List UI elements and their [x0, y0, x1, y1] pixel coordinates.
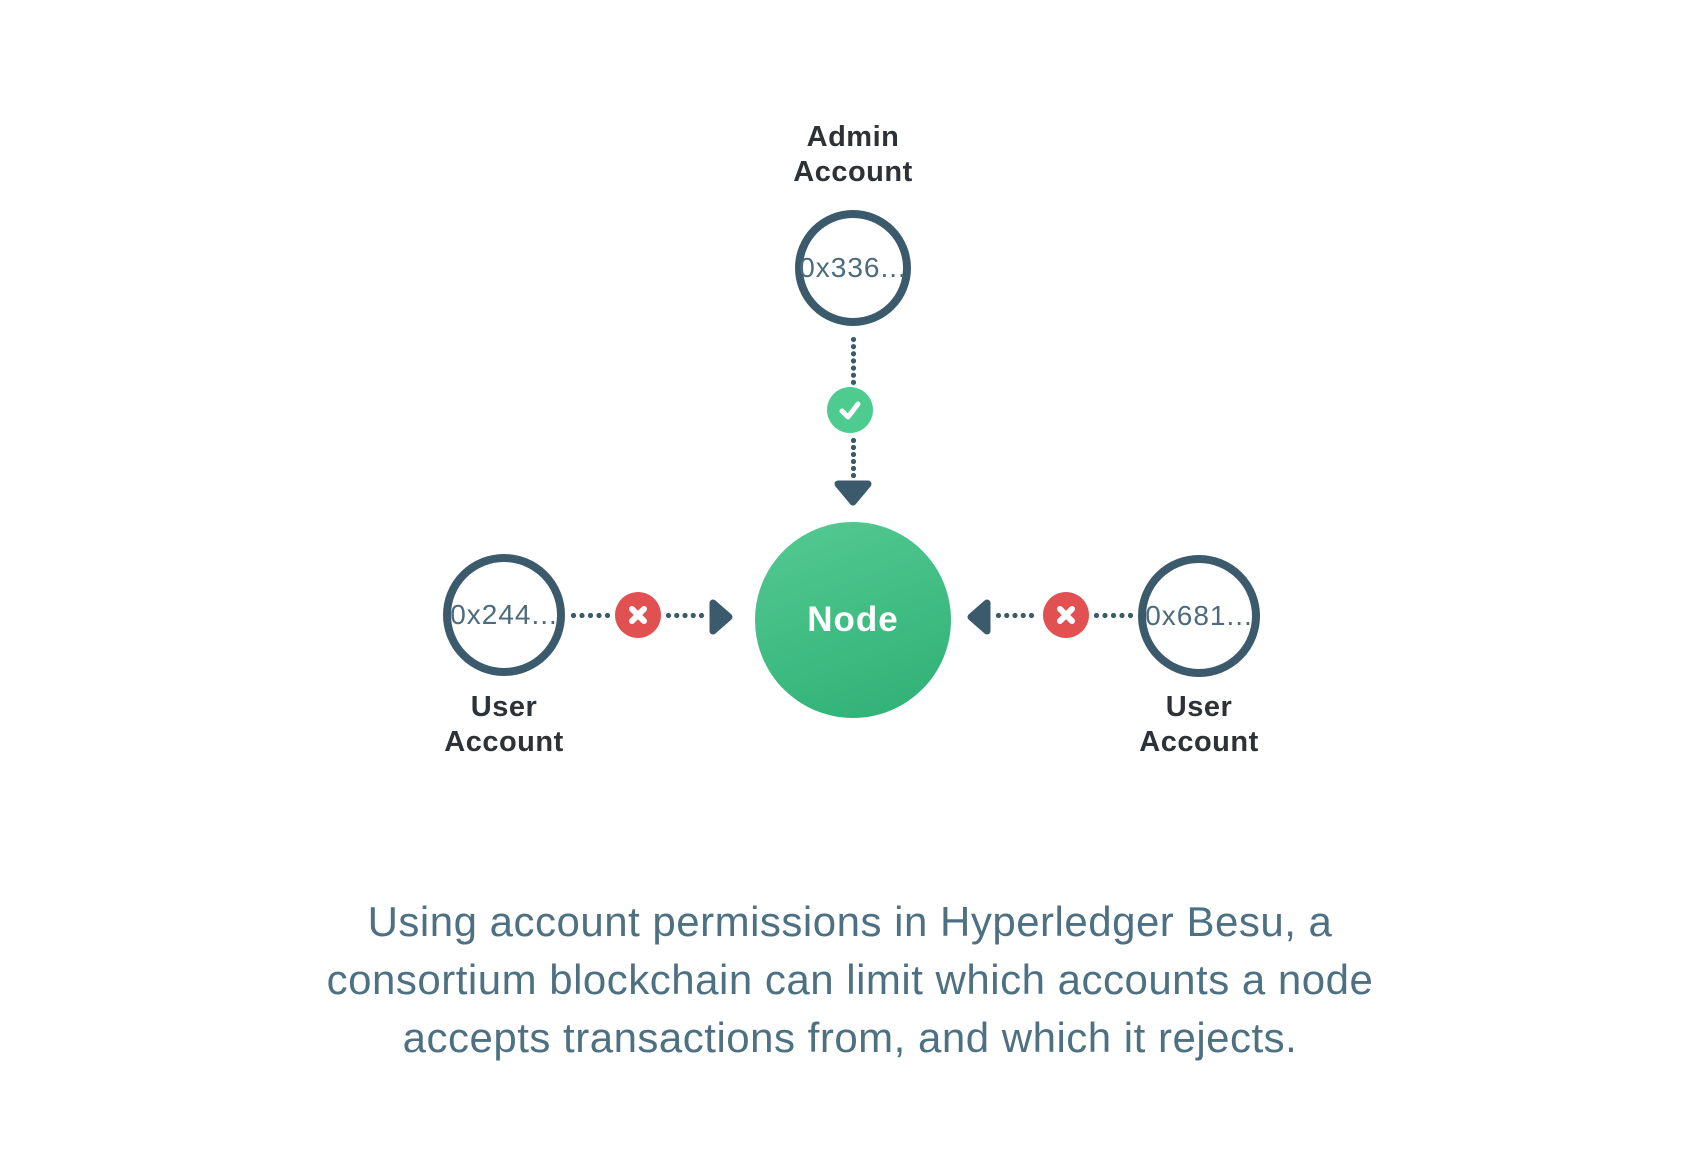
approve-badge	[827, 387, 873, 433]
check-icon	[839, 401, 861, 420]
x-icon	[1057, 606, 1075, 624]
dotted-line-left-outer	[570, 612, 611, 619]
dotted-line-right-inner	[995, 612, 1035, 619]
node-circle: Node	[755, 522, 951, 718]
caption-line-2: consortium blockchain can limit which ac…	[326, 956, 1374, 1003]
dotted-line-left-inner	[665, 612, 705, 619]
user-account-label-left: User Account	[394, 690, 614, 760]
dotted-line-admin-lower	[850, 437, 857, 479]
caption: Using account permissions in Hyperledger…	[0, 893, 1700, 1067]
dotted-line-right-outer	[1093, 612, 1134, 619]
user-account-label-left-line1: User	[470, 691, 538, 723]
user-account-label-left-line2: Account	[444, 726, 564, 758]
deny-badge-right	[1043, 592, 1089, 638]
arrowhead-right-icon	[709, 599, 733, 635]
arrowhead-left-icon	[967, 599, 991, 635]
admin-account-label: Admin Account	[743, 120, 963, 190]
deny-badge-left	[615, 592, 661, 638]
node-label: Node	[807, 600, 899, 639]
user-account-label-right-line1: User	[1165, 691, 1233, 723]
caption-line-1: Using account permissions in Hyperledger…	[367, 898, 1333, 945]
admin-account-address: 0x336...	[799, 252, 907, 283]
x-icon	[629, 606, 647, 624]
user-account-circle-left: 0x244...	[443, 554, 565, 676]
admin-account-circle: 0x336...	[795, 210, 911, 326]
arrowhead-down-icon	[834, 480, 872, 506]
dotted-line-admin-upper	[850, 336, 857, 386]
caption-line-3: accepts transactions from, and which it …	[402, 1014, 1298, 1061]
user-account-circle-right: 0x681...	[1138, 555, 1260, 677]
user-account-label-right: User Account	[1089, 690, 1309, 760]
user-account-label-right-line2: Account	[1139, 726, 1259, 758]
admin-account-label-line1: Admin	[806, 121, 900, 153]
admin-account-label-line2: Account	[793, 156, 913, 188]
user-account-address-left: 0x244...	[450, 599, 558, 630]
user-account-address-right: 0x681...	[1145, 600, 1253, 631]
